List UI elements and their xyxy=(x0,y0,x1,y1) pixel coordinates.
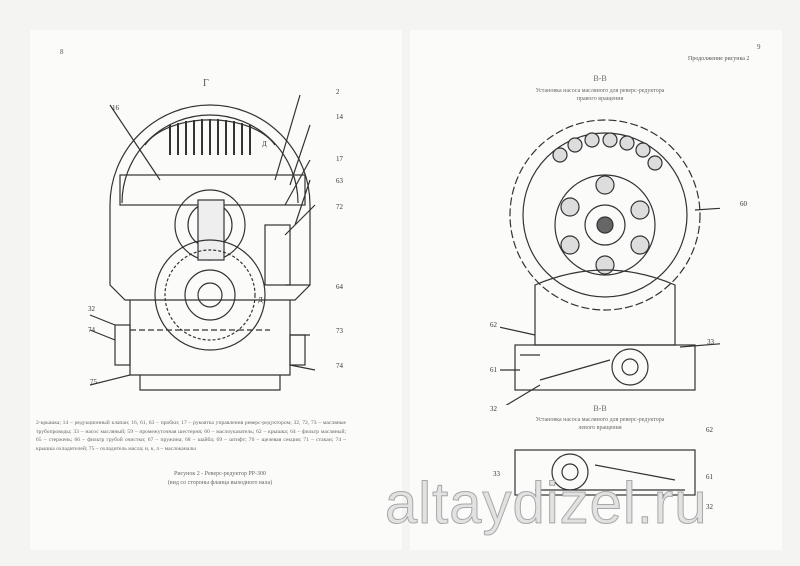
callout-75: 75 xyxy=(90,378,97,386)
callout-62: 62 xyxy=(490,321,497,329)
callout-74b: 74 xyxy=(336,362,343,370)
callout-64: 64 xyxy=(336,283,343,291)
legend-text: 2-крышка; 14 – редукционный клапан; 16, … xyxy=(36,420,346,452)
reverse-gearbox-drawing xyxy=(89,94,316,391)
section1-title-line2: правого вращения xyxy=(576,96,624,102)
callout-32: 32 xyxy=(88,305,95,313)
figure-subtitle: (вид со стороны фланца выходного вала) xyxy=(167,480,273,486)
left-page-number: 8 xyxy=(60,48,64,56)
section-left-rotation-drawing xyxy=(514,449,696,496)
callout-14: 14 xyxy=(336,113,343,121)
callout-32b: 32 xyxy=(706,503,713,511)
callout-16: 16 xyxy=(112,104,119,112)
section-right-rotation-drawing xyxy=(500,119,720,405)
right-page xyxy=(410,30,782,550)
callout-33b: 33 xyxy=(493,470,500,478)
callout-74: 74 xyxy=(88,326,95,334)
callout-61b: 61 xyxy=(706,473,713,481)
callout-63: 63 xyxy=(336,177,343,185)
callout-61: 61 xyxy=(490,366,497,374)
callout-73: 73 xyxy=(336,327,343,335)
section2-label: В-В xyxy=(593,404,607,413)
left-page xyxy=(30,30,402,550)
section2-title-line2: левого вращения xyxy=(578,425,622,431)
callout-32: 32 xyxy=(490,405,497,413)
callout-62b: 62 xyxy=(706,426,713,434)
section1-label: В-В xyxy=(593,74,607,83)
view-label: Г xyxy=(203,78,209,89)
section-mark-d1: Д xyxy=(262,140,267,148)
figure-title: Рисунок 2 - Реверс-редуктор РР-300 xyxy=(174,471,266,477)
right-page-number: 9 xyxy=(757,43,761,51)
continuation-label: Продолжение рисунка 2 xyxy=(688,56,750,62)
callout-33: 33 xyxy=(707,338,714,346)
callout-60: 60 xyxy=(740,200,747,208)
callout-17: 17 xyxy=(336,155,343,163)
callout-72: 72 xyxy=(336,203,343,211)
callout-2: 2 xyxy=(336,88,340,96)
section2-title-line1: Установка насоса масляного для реверс-ре… xyxy=(535,417,665,423)
watermark: altaydizel.ru xyxy=(384,471,708,537)
section1-title-line1: Установка насоса масляного для реверс-ре… xyxy=(535,88,665,94)
section-mark-d2: Д xyxy=(258,296,263,304)
